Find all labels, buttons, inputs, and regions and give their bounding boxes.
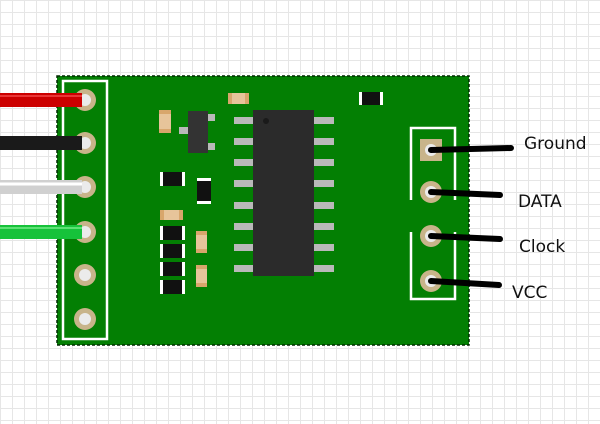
resistor-stack-3-body — [163, 262, 182, 276]
resistor-vertical-body — [197, 181, 211, 201]
resistor-left-body — [163, 172, 182, 186]
capacitor-top-body — [232, 93, 245, 104]
chip-body — [253, 110, 314, 276]
chip-pin-left-3 — [234, 159, 254, 166]
capacitor-left-body — [159, 114, 171, 129]
ic-chip — [234, 110, 334, 276]
right-header-silkscreen-top — [409, 126, 457, 200]
transistor-pin-left — [179, 127, 188, 134]
chip-pin-right-8 — [314, 265, 334, 272]
chip-pin-right-5 — [314, 202, 334, 209]
capacitor-mid-body — [164, 210, 179, 220]
wires — [0, 93, 82, 239]
chip-pin-right-3 — [314, 159, 334, 166]
resistor-stack-1-body — [163, 226, 182, 240]
lead-ground — [428, 145, 514, 153]
label-data: DATA — [518, 192, 562, 212]
label-vcc: VCC — [512, 283, 548, 303]
lead-vcc — [428, 278, 502, 288]
resistor-top-right-body — [362, 92, 380, 105]
resistors — [160, 92, 383, 294]
label-ground: Ground — [524, 134, 587, 154]
chip-pin-right-7 — [314, 244, 334, 251]
capacitor-small-2-body — [196, 269, 207, 283]
left-pad-6-hole — [79, 313, 91, 325]
left-pad-5-hole — [79, 269, 91, 281]
transistor — [179, 111, 215, 153]
lead-data — [428, 189, 503, 198]
chip-pin-left-7 — [234, 244, 254, 251]
chip-pin-left-8 — [234, 265, 254, 272]
chip-pin-left-6 — [234, 223, 254, 230]
chip-pin-right-2 — [314, 138, 334, 145]
chip-pin-right-4 — [314, 180, 334, 187]
chip-pin-left-1 — [234, 117, 254, 124]
capacitor-small-1-body — [196, 235, 207, 249]
resistor-stack-2-body — [163, 244, 182, 258]
left-header-silkscreen — [61, 79, 109, 341]
resistor-stack-4-body — [163, 280, 182, 294]
label-clock: Clock — [519, 237, 566, 257]
transistor-body — [188, 111, 208, 153]
transistor-pin-right-top — [208, 114, 215, 121]
chip-pin-left-4 — [234, 180, 254, 187]
lead-clock — [428, 233, 503, 242]
chip-pin1-dot — [263, 118, 269, 124]
chip-pin-right-1 — [314, 117, 334, 124]
right-header-silkscreen-bottom — [409, 232, 457, 301]
chip-pin-left-5 — [234, 202, 254, 209]
capacitors — [159, 93, 249, 287]
chip-pin-left-2 — [234, 138, 254, 145]
pin-leads — [428, 145, 514, 288]
chip-pin-right-6 — [314, 223, 334, 230]
transistor-pin-right-bottom — [208, 143, 215, 150]
